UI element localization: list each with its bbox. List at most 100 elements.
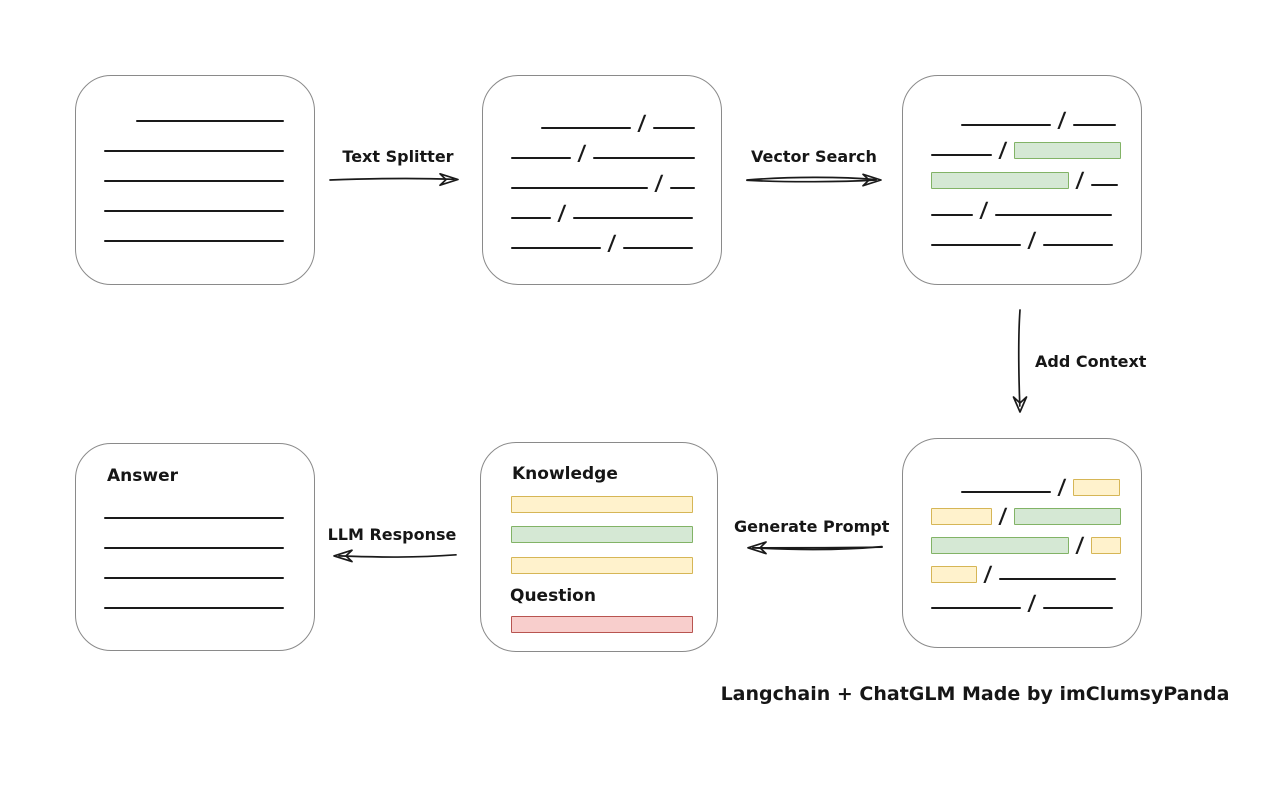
text-line [104, 240, 284, 242]
text-fragment-row [104, 152, 286, 182]
add-context-label: Add Context [1035, 352, 1147, 371]
text-fragment-row: / [931, 551, 1116, 586]
text-fragment-row [104, 519, 286, 549]
vector-matches-box: / / / / / [902, 75, 1142, 285]
text-line [592, 157, 695, 159]
text-fragment-row: / [931, 464, 1120, 499]
text-fragment-row: / [511, 99, 695, 135]
text-fragment-row: / [931, 96, 1116, 132]
text-fragment-row [104, 182, 286, 212]
split-text-box: / / / / / [482, 75, 722, 285]
slash-separator: / [1057, 475, 1067, 499]
slash-separator: / [1075, 168, 1085, 192]
yellow-highlight-bar [1072, 479, 1120, 496]
slash-separator: / [998, 138, 1008, 162]
text-line [961, 491, 1051, 493]
answer-label: Answer [107, 466, 178, 486]
generate-prompt-label: Generate Prompt [734, 517, 890, 536]
slash-separator: / [1027, 228, 1037, 252]
slash-separator: / [1075, 533, 1085, 557]
text-line [511, 217, 551, 219]
text-line [998, 578, 1116, 580]
text-line [669, 187, 695, 189]
knowledge-label: Knowledge [512, 464, 618, 484]
vector-search-label: Vector Search [751, 147, 877, 166]
text-line [104, 577, 284, 579]
text-fragment-row: / [511, 129, 695, 165]
slash-separator: / [557, 201, 567, 225]
text-fragment-row: / [511, 219, 693, 255]
text-fragment-row: / [931, 126, 1121, 162]
slash-separator: / [998, 504, 1008, 528]
text-line [961, 124, 1051, 126]
llm-response-arrow [333, 549, 457, 563]
text-line [652, 127, 695, 129]
diagram-caption: Langchain + ChatGLM Made by imClumsyPand… [720, 683, 1230, 705]
slash-separator: / [654, 171, 664, 195]
text-fragment-row: / [931, 522, 1121, 557]
text-fragment-row: / [931, 216, 1113, 252]
text-line [994, 214, 1112, 216]
text-fragment-row: / [931, 186, 1113, 222]
text-line [104, 517, 284, 519]
text-fragment-row [104, 92, 286, 122]
text-line [931, 607, 1021, 609]
text-splitter-arrow [329, 172, 459, 187]
green-highlight-bar [931, 537, 1069, 554]
slash-separator: / [607, 231, 617, 255]
text-fragment-row: / [931, 580, 1113, 615]
text-fragment-row: / [511, 189, 693, 225]
question-red-bar [511, 616, 693, 633]
text-fragment-row [104, 489, 286, 519]
generate-prompt-arrow [747, 541, 883, 555]
slash-separator: / [983, 562, 993, 586]
text-line [1072, 124, 1116, 126]
text-line [622, 247, 693, 249]
slash-separator: / [637, 111, 647, 135]
text-line [1042, 244, 1113, 246]
green-highlight-bar [931, 172, 1069, 189]
text-splitter-label: Text Splitter [342, 147, 454, 166]
prompt-box: Knowledge Question [480, 442, 718, 652]
yellow-highlight-bar [931, 508, 992, 525]
context-selection-box: / / / / / [902, 438, 1142, 648]
text-fragment-row: / [931, 156, 1118, 192]
split-text-lines: / / / / / [511, 76, 695, 255]
text-line [136, 120, 284, 122]
text-fragment-row [104, 122, 286, 152]
text-line [104, 547, 284, 549]
slash-separator: / [979, 198, 989, 222]
context-selection-lines: / / / / / [931, 439, 1121, 615]
text-line [511, 187, 648, 189]
llm-response-label: LLM Response [327, 525, 457, 544]
slash-separator: / [1027, 591, 1037, 615]
text-fragment-row [104, 579, 286, 609]
text-line [104, 150, 284, 152]
text-line [931, 214, 973, 216]
slash-separator: / [1057, 108, 1067, 132]
knowledge-yellow-bar-1 [511, 496, 693, 513]
text-line [511, 247, 601, 249]
text-fragment-row: / [931, 493, 1121, 528]
document-text-lines [104, 76, 286, 242]
source-document-box [75, 75, 315, 285]
vector-search-arrow [746, 173, 882, 187]
text-fragment-row: / [511, 159, 695, 195]
yellow-highlight-bar [1090, 537, 1121, 554]
add-context-arrow [1012, 309, 1028, 413]
text-line [931, 154, 992, 156]
text-fragment-row [104, 212, 286, 242]
text-line [511, 157, 571, 159]
text-line [104, 607, 284, 609]
text-line [1090, 184, 1118, 186]
text-line [104, 180, 284, 182]
knowledge-green-bar [511, 526, 693, 543]
slash-separator: / [577, 141, 587, 165]
text-line [541, 127, 631, 129]
knowledge-yellow-bar-2 [511, 557, 693, 574]
text-line [931, 244, 1021, 246]
question-label: Question [510, 586, 596, 606]
green-highlight-bar [1013, 142, 1121, 159]
vector-match-lines: / / / / / [931, 76, 1121, 252]
